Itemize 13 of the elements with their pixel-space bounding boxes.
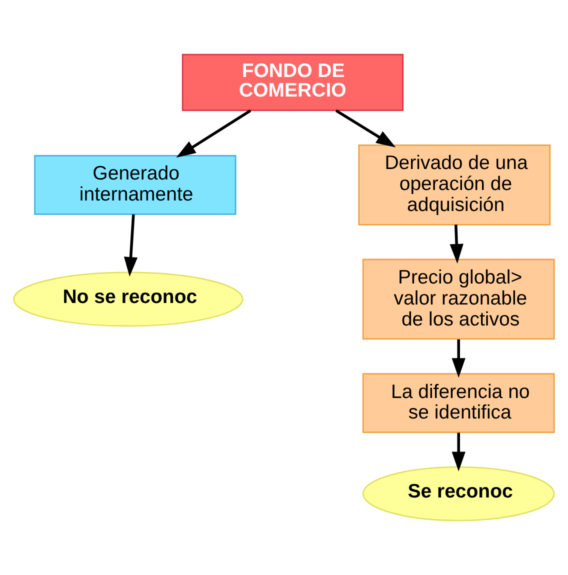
- arrow: [176, 109, 252, 158]
- arrow: [335, 109, 396, 148]
- node-box: Derivado de una operación de adquisición: [358, 144, 551, 226]
- node-box: Precio global> valor razonable de los activos: [362, 258, 555, 340]
- arrow: [450, 224, 464, 264]
- node-box: FONDO DE COMERCIO: [182, 54, 404, 112]
- node-ellipse: No se reconoc: [13, 272, 244, 327]
- node-ellipse: Se reconoc: [362, 466, 555, 522]
- arrow: [452, 339, 466, 378]
- node-box: La diferencia no se identifica: [362, 373, 555, 434]
- arrow: [124, 214, 138, 277]
- node-box: Generado internamente: [34, 154, 236, 215]
- arrow: [452, 432, 466, 472]
